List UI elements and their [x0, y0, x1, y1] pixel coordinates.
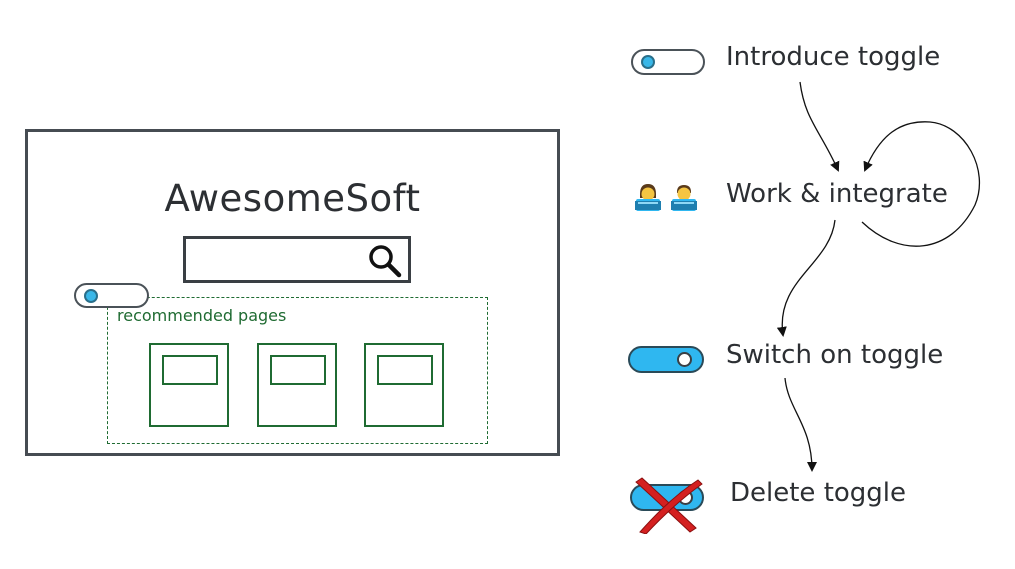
arrow-work-loop	[861, 121, 980, 247]
website-mockup: AwesomeSoft recommended pages	[25, 129, 560, 456]
developer-icon	[635, 184, 661, 211]
search-box	[183, 236, 411, 283]
recommended-pages-label: recommended pages	[117, 306, 287, 325]
arrow-introduce-to-work	[799, 81, 840, 172]
step-work-integrate: Work & integrate	[726, 179, 948, 209]
toggle-off-icon	[631, 49, 705, 75]
feature-toggle-off	[74, 283, 149, 308]
toggle-knob	[641, 55, 655, 69]
deleted-toggle-icon	[628, 476, 706, 534]
step-introduce-toggle: Introduce toggle	[726, 42, 941, 72]
page-card-thumbnail	[377, 355, 433, 385]
arrow-switch-to-delete	[784, 377, 817, 472]
red-cross-icon	[635, 477, 703, 534]
developer-icon	[671, 185, 697, 211]
step-switch-on-toggle: Switch on toggle	[726, 340, 944, 370]
toggle-knob	[677, 352, 692, 367]
page-card	[257, 343, 337, 427]
page-card-thumbnail	[270, 355, 326, 385]
search-icon	[369, 245, 402, 278]
page-card-thumbnail	[162, 355, 218, 385]
toggle-knob	[84, 289, 98, 303]
recommended-pages-region: recommended pages	[107, 297, 488, 444]
page-card	[364, 343, 444, 427]
page-card	[149, 343, 229, 427]
app-title: AwesomeSoft	[164, 177, 421, 220]
arrow-work-to-switch	[776, 219, 836, 337]
step-delete-toggle: Delete toggle	[730, 478, 907, 508]
developers-icon	[632, 180, 704, 214]
toggle-on-icon	[628, 346, 704, 373]
